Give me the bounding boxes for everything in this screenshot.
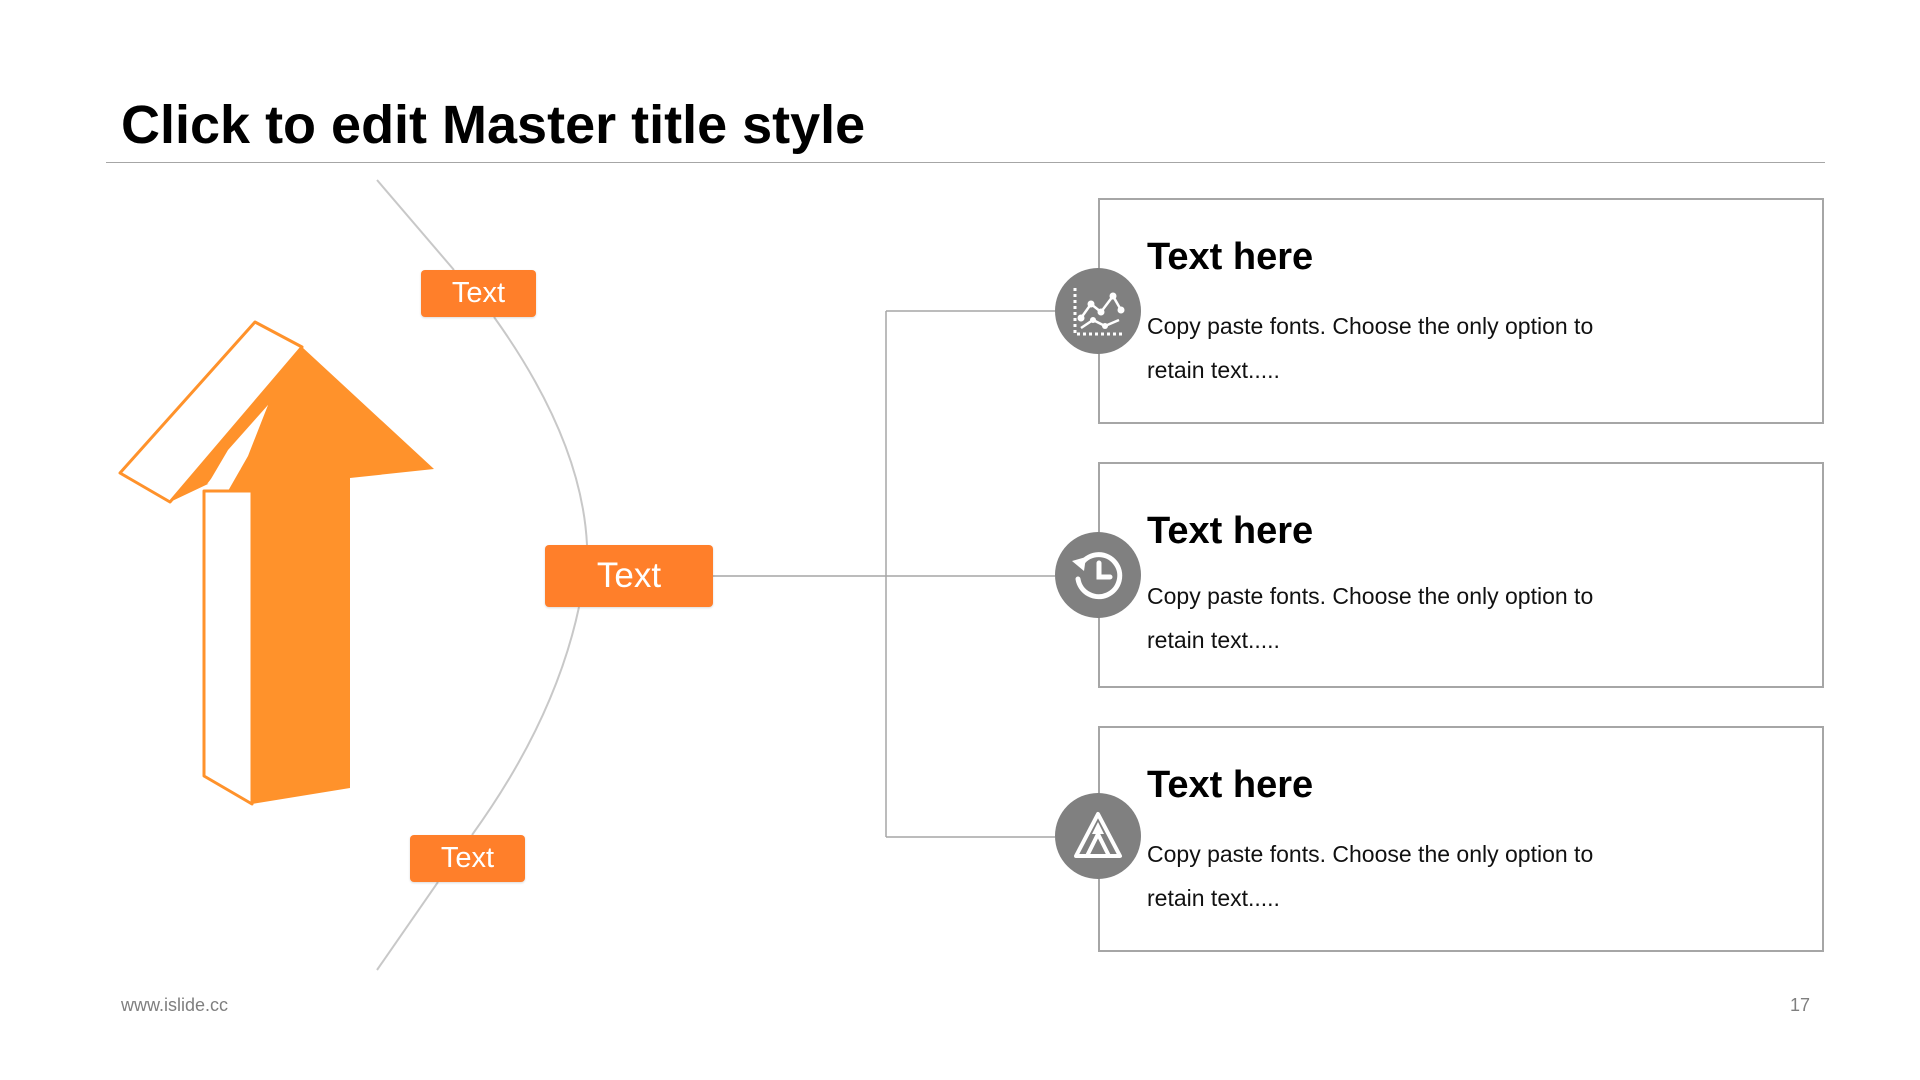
arc-line-top — [376, 179, 455, 271]
tag-top[interactable]: Text — [421, 270, 536, 317]
arc-line-lower — [471, 606, 580, 836]
tag-center[interactable]: Text — [545, 545, 713, 607]
card-title[interactable]: Text here — [1147, 764, 1314, 806]
arc-line-bottom — [376, 881, 439, 971]
info-card-1[interactable]: Text here Copy paste fonts. Choose the o… — [1098, 198, 1824, 424]
footer-url: www.islide.cc — [121, 995, 229, 1015]
card-body[interactable]: Copy paste fonts. Choose the only option… — [1147, 313, 1594, 383]
page-number: 17 — [1789, 995, 1810, 1015]
tag-bottom[interactable]: Text — [410, 835, 525, 882]
card-body[interactable]: Copy paste fonts. Choose the only option… — [1147, 841, 1594, 911]
card-title[interactable]: Text here — [1147, 510, 1314, 552]
arc-line-upper — [493, 316, 588, 546]
card-title[interactable]: Text here — [1147, 236, 1314, 278]
triangles-icon — [1055, 793, 1141, 879]
history-clock-icon — [1055, 532, 1141, 618]
info-card-3[interactable]: Text here Copy paste fonts. Choose the o… — [1098, 726, 1824, 952]
info-card-2[interactable]: Text here Copy paste fonts. Choose the o… — [1098, 462, 1824, 688]
title-divider — [106, 162, 1825, 163]
card-body[interactable]: Copy paste fonts. Choose the only option… — [1147, 583, 1594, 653]
up-arrow-3d-icon — [118, 320, 434, 806]
slide-title[interactable]: Click to edit Master title style — [121, 95, 866, 155]
line-chart-icon — [1055, 268, 1141, 354]
